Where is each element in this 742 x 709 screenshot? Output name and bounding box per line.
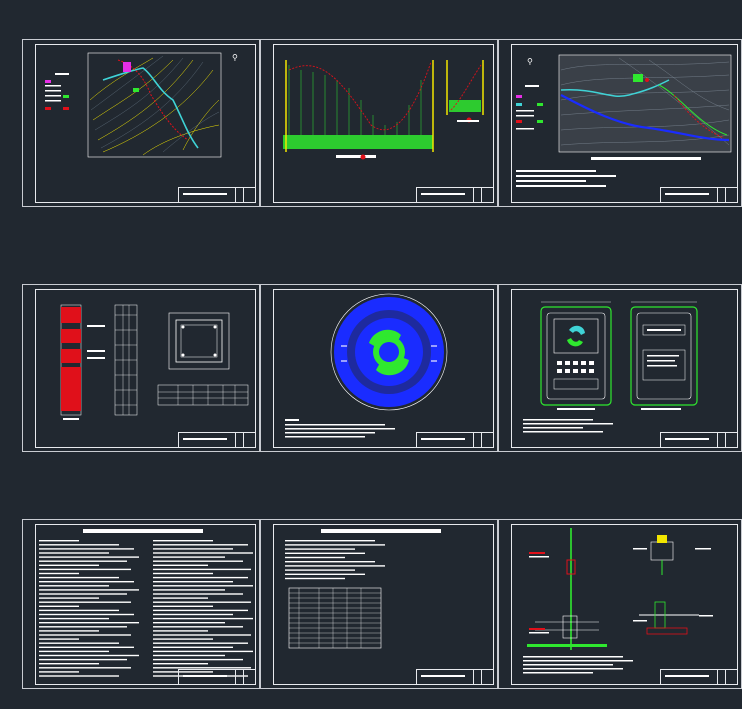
pole-mount-graphic <box>523 528 713 674</box>
title-block <box>178 669 256 685</box>
north-arrow-icon: ⚲ <box>527 57 533 66</box>
north-arrow-icon: ⚲ <box>232 53 238 62</box>
title-block <box>660 187 738 203</box>
drawing-border <box>511 524 738 685</box>
drawing-border <box>35 44 256 203</box>
drawing-border <box>511 289 738 448</box>
sheet-design-notes-2[interactable] <box>260 519 498 689</box>
sheet-design-notes-1[interactable] <box>22 519 260 689</box>
sheet-site-topo-plan-2[interactable]: ⚲ <box>498 39 742 207</box>
sheet-site-topo-plan-1[interactable]: ⚲ <box>22 39 260 207</box>
drawing-border <box>273 289 494 448</box>
sheet-profile-elevation[interactable] <box>260 39 498 207</box>
drawing-border <box>35 524 256 685</box>
emblem-graphic <box>285 293 448 438</box>
sheet-sign-post-detail[interactable] <box>22 284 260 452</box>
profile-elevation-graphic <box>283 60 484 160</box>
design-notes-text-graphic <box>39 529 253 677</box>
notice-board-graphic <box>523 301 698 433</box>
drawing-border <box>511 44 738 203</box>
sign-post-graphic <box>60 304 249 420</box>
drawing-border <box>273 524 494 685</box>
topo-plan-graphic: ⚲ <box>45 52 238 158</box>
drawing-border <box>35 289 256 448</box>
title-block <box>178 187 256 203</box>
topo-plan-graphic: ⚲ <box>516 54 732 187</box>
title-block <box>660 669 738 685</box>
title-block <box>416 187 494 203</box>
sheet-pole-mount-detail[interactable] <box>498 519 742 689</box>
sheet-circular-emblem[interactable] <box>260 284 498 452</box>
sheet-notice-board[interactable] <box>498 284 742 452</box>
drawing-border <box>273 44 494 203</box>
title-block <box>416 669 494 685</box>
title-block <box>416 432 494 448</box>
design-notes-table-graphic <box>285 529 441 649</box>
title-block <box>178 432 256 448</box>
title-block <box>660 432 738 448</box>
